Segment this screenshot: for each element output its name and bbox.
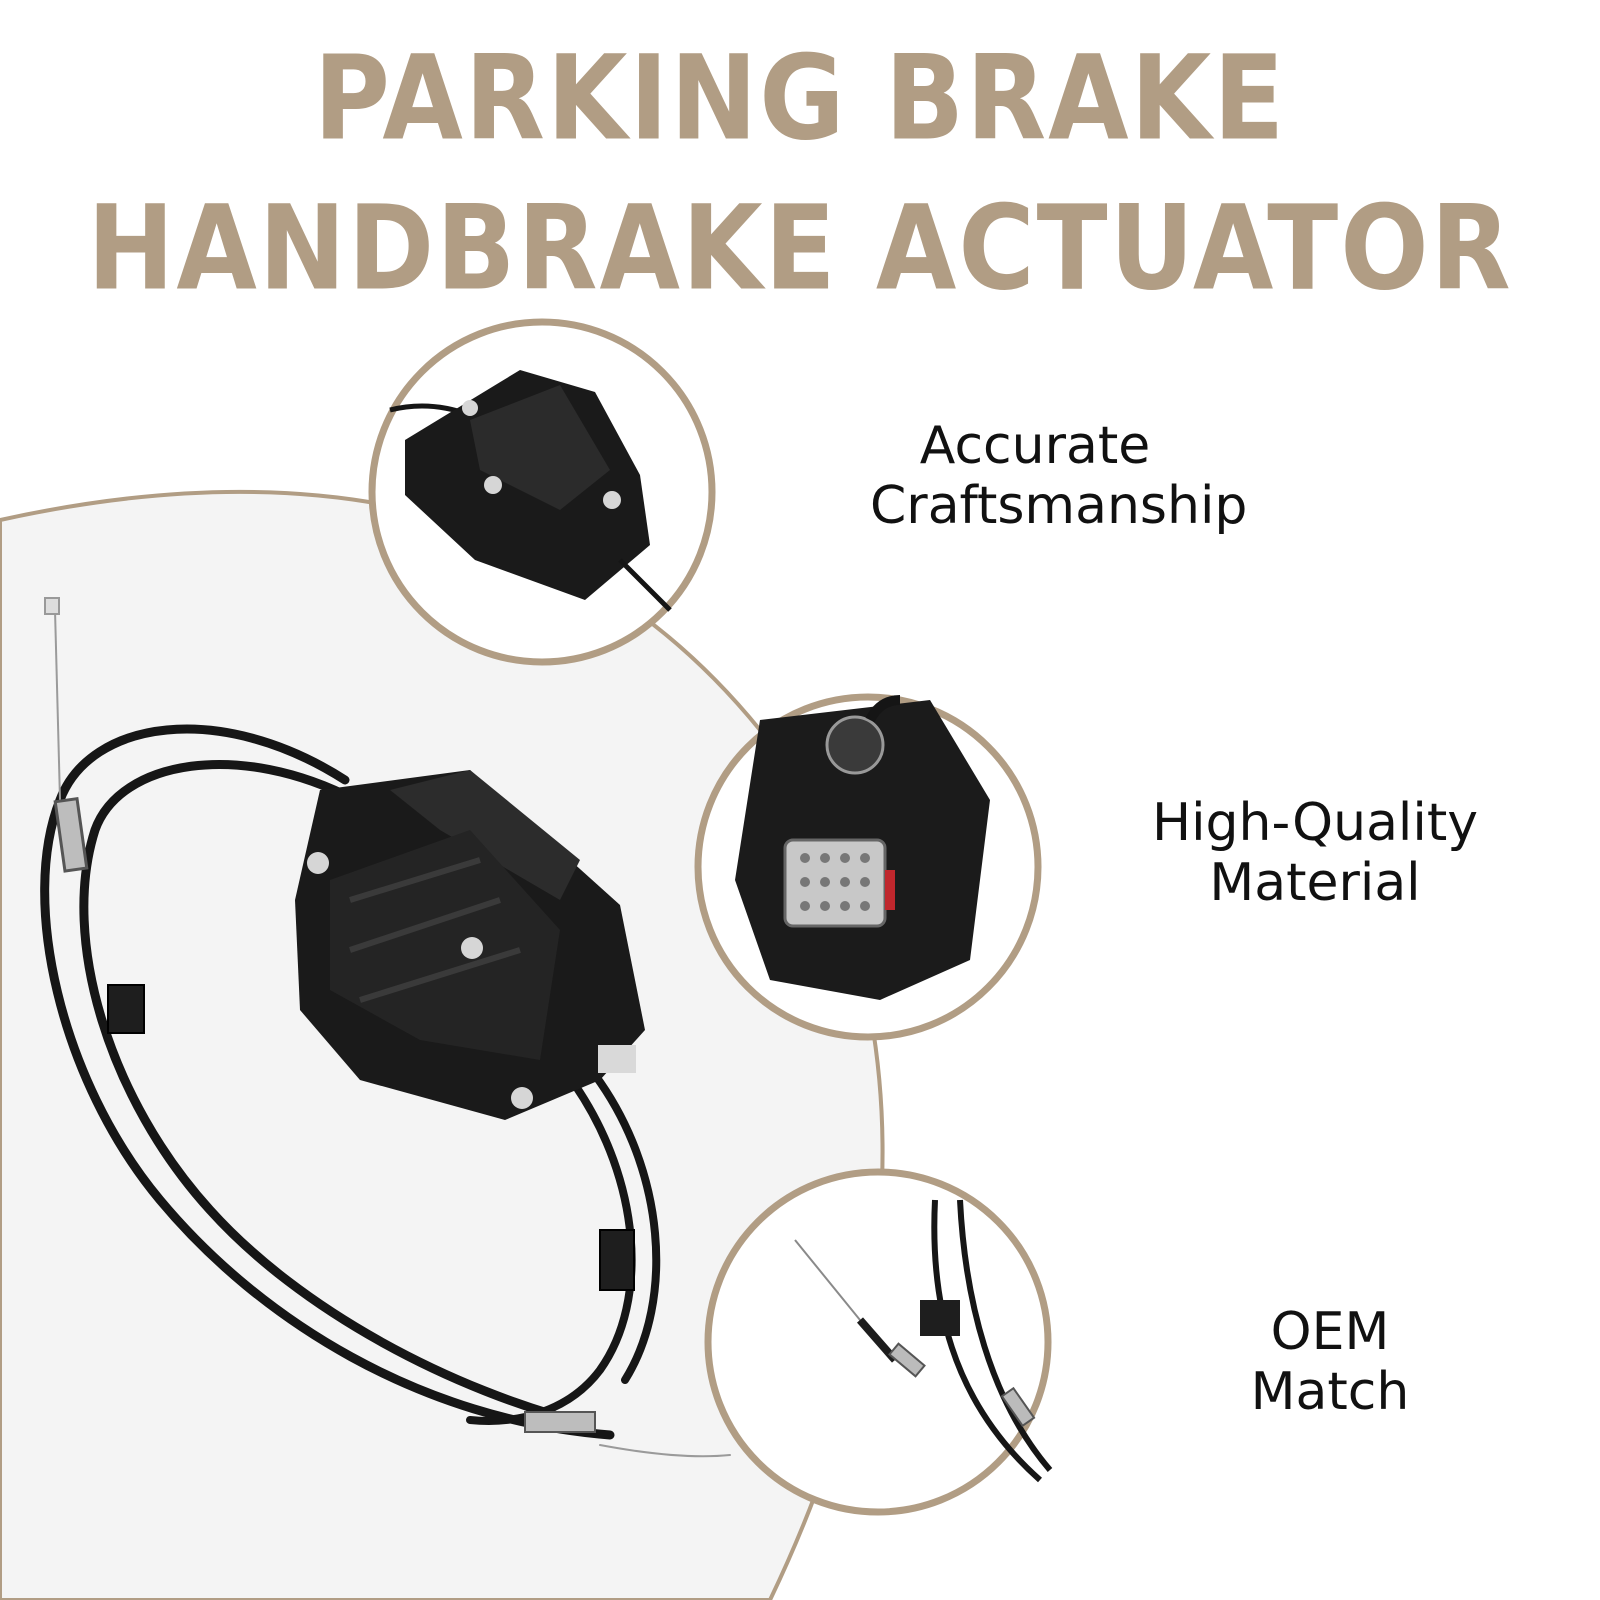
feature-oem-match: OEM Match	[1205, 1302, 1455, 1422]
headline-line-1: PARKING BRAKE	[313, 29, 1287, 167]
actuator-housing-illustration	[295, 770, 645, 1120]
feature-high-quality-material: High-Quality Material	[1150, 793, 1480, 913]
feature-accurate-craftsmanship: Accurate Craftsmanship	[870, 416, 1248, 536]
feature-title-line-1: OEM	[1270, 1302, 1390, 1362]
feature-title-line-2: Match	[1250, 1362, 1410, 1422]
feature-title-line-2: Craftsmanship	[870, 476, 1248, 536]
headline-line-2: HANDBRAKE ACTUATOR	[87, 179, 1513, 317]
feature-title-line-2: Material	[1209, 853, 1421, 913]
connector-closeup-thumbnail	[694, 693, 1042, 1041]
actuator-cables-illustration	[40, 597, 731, 1458]
feature-title-line-1: High-Quality	[1152, 793, 1478, 853]
actuator-top-view-thumbnail	[368, 318, 716, 666]
feature-title-line-1: Accurate	[919, 416, 1151, 476]
cable-end-thumbnail	[704, 1168, 1053, 1516]
